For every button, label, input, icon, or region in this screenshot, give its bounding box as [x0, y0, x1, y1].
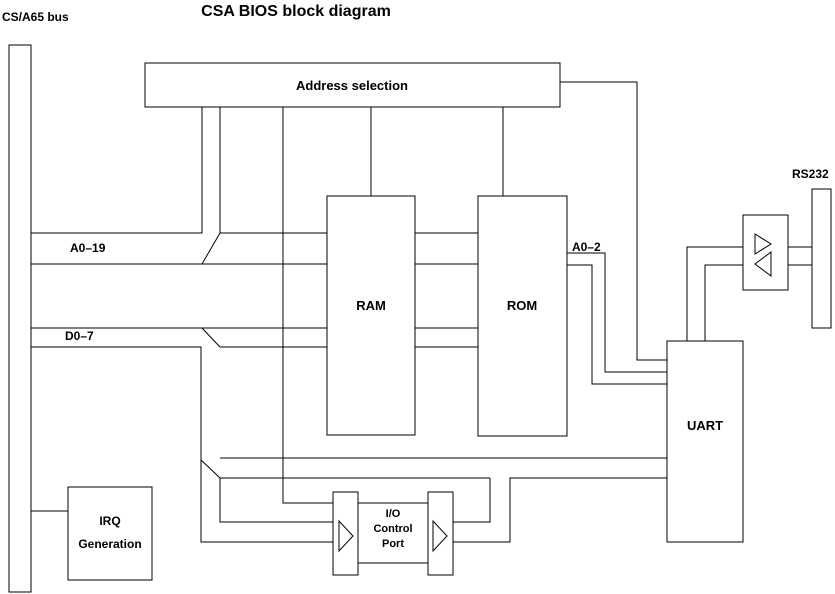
uart-rs232-buffer-wires: [686, 246, 812, 341]
a0-19-bus-tap-diagonal: [201, 232, 221, 265]
ram-label: RAM: [356, 298, 386, 313]
a0-2-signal-label: A0–2: [572, 240, 601, 254]
irq-generation-box: [67, 486, 153, 581]
a0-19-address-bus-wires: [31, 107, 478, 265]
io-control-port-box: [357, 502, 429, 564]
a0-19-signal-label: A0–19: [70, 241, 106, 255]
lower-data-band-wires: [200, 457, 667, 543]
io-port-label-line2: Control: [373, 523, 412, 535]
d0-7-bus-tap-diagonal: [201, 327, 221, 348]
d0-7-signal-label: D0–7: [65, 329, 94, 343]
io-port-label-line3: Port: [382, 538, 404, 550]
address-selection-drop-wires: [282, 81, 667, 504]
driver-right-icon: [754, 233, 772, 255]
cs-a65-bus-label: CS/A65 bus: [2, 10, 69, 24]
uart-label: UART: [687, 418, 723, 433]
ram-box: [326, 195, 416, 436]
rs232-buffer-box: [742, 214, 789, 291]
address-selection-box: [144, 62, 561, 108]
rom-label: ROM: [507, 298, 537, 313]
driver-right-icon: [338, 519, 354, 553]
lower-band-tap-diagonal: [200, 459, 221, 479]
driver-left-icon: [754, 251, 772, 277]
rom-box: [477, 195, 568, 437]
rs232-label: RS232: [792, 167, 829, 181]
d0-7-data-bus-wires: [31, 327, 478, 543]
io-port-label-line1: I/O: [386, 508, 401, 520]
cs-a65-bus-bar: [8, 44, 32, 593]
diagram-title: CSA BIOS block diagram: [201, 3, 391, 20]
driver-right-icon: [432, 519, 448, 553]
a0-2-rom-to-uart-wires: [567, 252, 667, 385]
rs232-connector-bar: [811, 188, 832, 329]
address-selection-label: Address selection: [296, 78, 408, 93]
irq-label-line2: Generation: [78, 537, 141, 551]
irq-label-line1: IRQ: [99, 514, 120, 528]
uart-box: [666, 340, 744, 543]
